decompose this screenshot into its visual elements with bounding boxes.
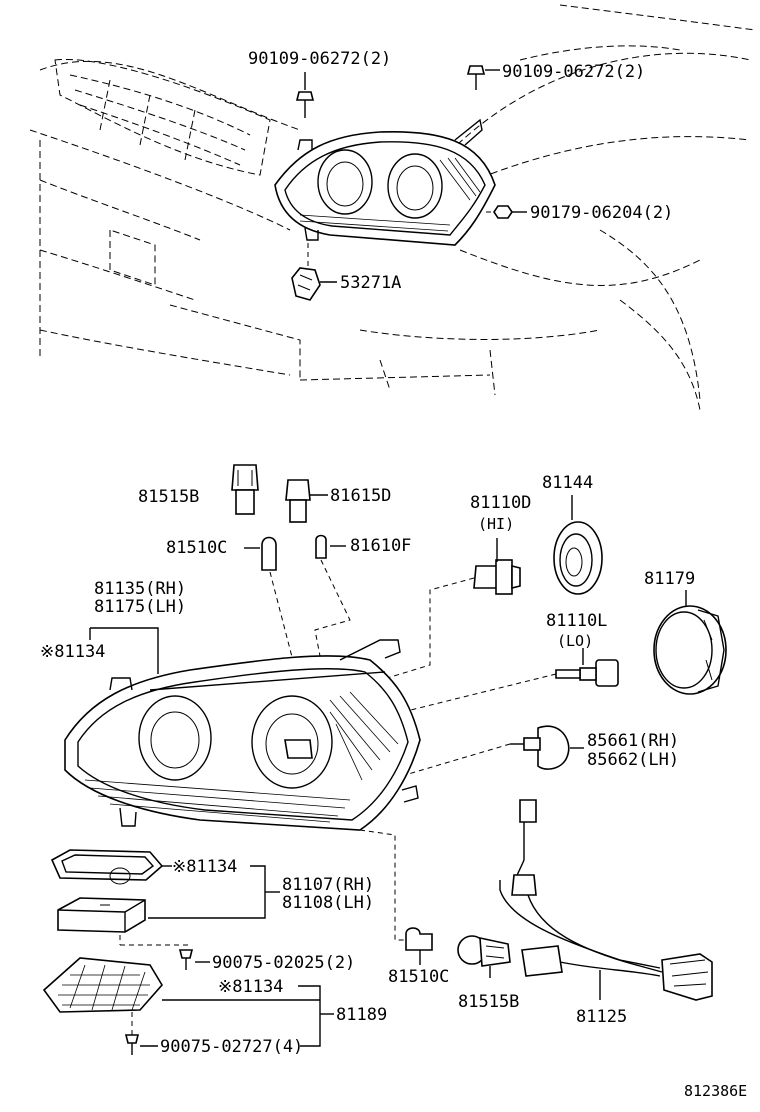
label-81515b-lower: 81515B [458, 992, 519, 1012]
label-lo: (LO) [557, 632, 593, 650]
socket-85661-icon [404, 725, 584, 776]
figure-code: 812386E [684, 1082, 747, 1100]
label-85661: 85661(RH) [587, 731, 679, 751]
label-81510c-lower: 81510C [388, 967, 449, 987]
socket-81615d-icon [285, 479, 328, 523]
bulb-81610f-icon [314, 534, 351, 761]
label-81615d: 81615D [330, 486, 391, 506]
label-81134-headlamp: ※81134 [40, 642, 105, 662]
ring-81179-icon [653, 590, 727, 695]
label-81107: 81107(RH) [282, 875, 374, 895]
label-81179: 81179 [644, 569, 695, 589]
vehicle-front-outline [29, 4, 756, 411]
label-screw-90075-02025: 90075-02025(2) [212, 953, 355, 973]
label-81610f: 81610F [350, 536, 411, 556]
bulb-81510c-lower-icon [359, 829, 433, 965]
screw-1-icon [178, 949, 210, 970]
bulb-hi-icon [199, 538, 521, 736]
headlamp-assembly-main [64, 639, 421, 831]
leader-81134 [89, 627, 159, 674]
label-81134-bracket: ※81134 [218, 977, 283, 997]
label-81134-gasket: ※81134 [172, 857, 237, 877]
label-81515b: 81515B [138, 487, 199, 507]
label-clip: 53271A [340, 273, 401, 293]
label-bolt-left: 90109-06272(2) [248, 49, 391, 69]
screw-2-icon [124, 1012, 158, 1055]
label-81110d: 81110D [470, 493, 531, 513]
label-81125: 81125 [576, 1007, 627, 1027]
nut-icon [486, 205, 527, 219]
cover-81144-icon [553, 495, 603, 595]
label-81510c: 81510C [166, 538, 227, 558]
bolt-right-icon [466, 65, 500, 90]
harness-81125-icon [499, 799, 713, 1001]
label-hi: (HI) [478, 515, 514, 533]
label-85662: 85662(LH) [587, 750, 679, 770]
label-81110l: 81110L [546, 611, 607, 631]
label-81144: 81144 [542, 473, 593, 493]
label-81108: 81108(LH) [282, 893, 374, 913]
bracket-81189-icon [42, 957, 320, 1013]
headlamp-assembly-top [274, 118, 496, 246]
socket-81515b-icon [231, 464, 259, 515]
label-81189: 81189 [336, 1005, 387, 1025]
socket-81515b-lower-icon [457, 935, 511, 978]
gasket-icon [50, 849, 172, 885]
label-81175: 81175(LH) [94, 597, 186, 617]
label-bolt-right: 90109-06272(2) [502, 62, 645, 82]
ballast-icon [57, 897, 190, 946]
leader-81189 [298, 985, 334, 1047]
leader-ballast [148, 865, 280, 919]
label-screw-90075-02727: 90075-02727(4) [160, 1037, 303, 1057]
bolt-left-icon [295, 72, 315, 118]
label-nut: 90179-06204(2) [530, 203, 673, 223]
clip-icon [291, 243, 337, 301]
label-81135: 81135(RH) [94, 579, 186, 599]
